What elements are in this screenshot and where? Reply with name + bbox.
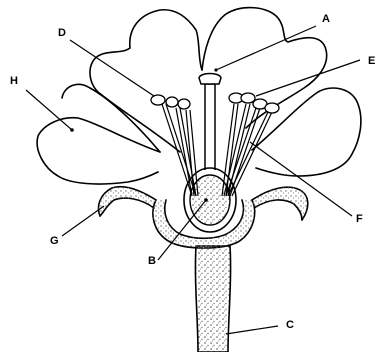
label-E: E bbox=[368, 56, 375, 67]
petal-right bbox=[252, 88, 361, 176]
stigma-A bbox=[199, 74, 221, 85]
anther-E bbox=[241, 93, 255, 103]
petal-upper-left bbox=[90, 10, 202, 152]
label-H: H bbox=[10, 76, 18, 87]
label-G: G bbox=[50, 236, 59, 247]
label-F: F bbox=[356, 214, 363, 225]
stalk-C bbox=[195, 246, 230, 352]
style bbox=[205, 84, 215, 170]
label-B: B bbox=[148, 256, 156, 267]
petal-H bbox=[37, 118, 160, 184]
anther-D bbox=[151, 95, 165, 105]
label-D: D bbox=[58, 28, 66, 39]
label-A: A bbox=[322, 14, 330, 25]
label-C: C bbox=[286, 320, 294, 331]
